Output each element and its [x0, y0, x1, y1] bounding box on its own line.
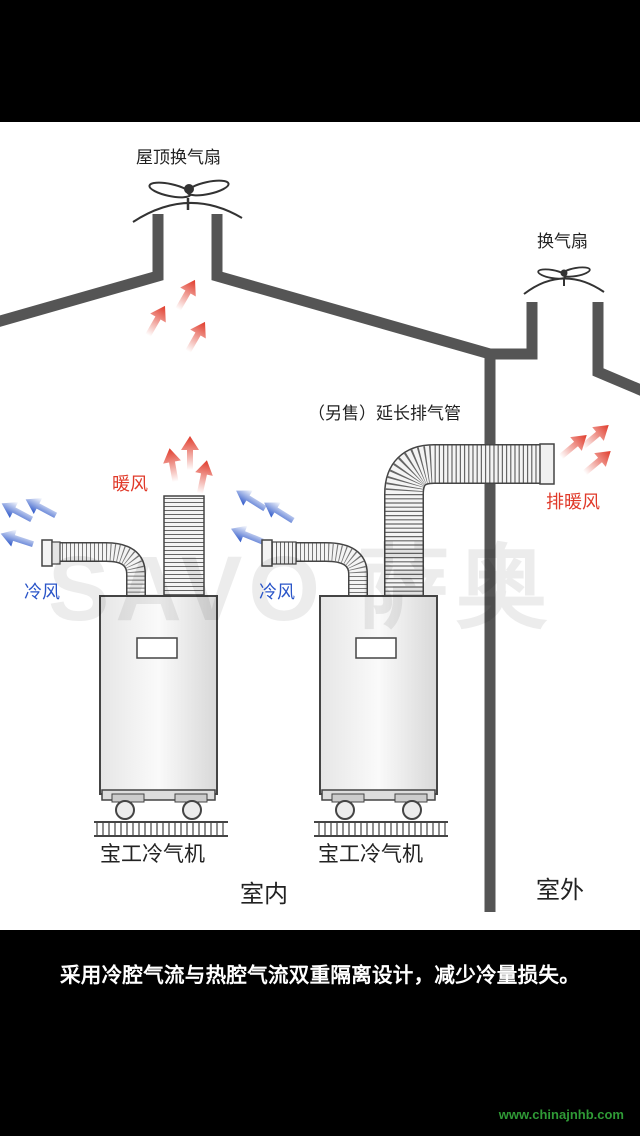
ventilation-diagram	[0, 179, 640, 912]
warm-arrow-icon	[582, 451, 611, 476]
cold-arrow-icon	[236, 490, 267, 512]
roof-left-slope	[0, 214, 164, 327]
warm-air-arrows	[145, 279, 611, 495]
outdoor-label: 室外	[536, 876, 584, 904]
right-building-roof	[490, 302, 538, 360]
unit-label-right: 宝工冷气机	[318, 842, 423, 866]
right-chimney	[592, 302, 640, 396]
wheel	[335, 800, 355, 820]
roof-fan-icon	[132, 179, 243, 223]
wheel	[182, 800, 202, 820]
unit-body	[99, 595, 218, 795]
cold-arrow-icon	[1, 502, 34, 523]
roof-fan-label: 屋顶换气扇	[136, 148, 221, 168]
cold-air-arrows	[0, 490, 295, 548]
cold-arrow-icon	[0, 529, 34, 548]
roof-right-slope	[211, 214, 496, 912]
unit-label-left: 宝工冷气机	[100, 842, 205, 866]
diagram-panel: SAVO 萨奥 屋顶换气扇 换气扇 （另售）延长排气管 暖风 冷风 冷风 排暖风…	[0, 122, 640, 930]
exhaust-warm-air-label: 排暖风	[546, 492, 600, 513]
caption: 采用冷腔气流与热腔气流双重隔离设计，减少冷量损失。	[60, 963, 580, 987]
warm-arrow-icon	[163, 448, 181, 483]
cold-air-label-right: 冷风	[259, 582, 295, 603]
control-panel	[136, 637, 178, 659]
wheel	[402, 800, 422, 820]
indoor-label: 室内	[240, 880, 288, 908]
floor	[94, 822, 228, 836]
watermark: SAVO 萨奥	[48, 538, 554, 640]
warm-arrow-icon	[145, 305, 166, 337]
warm-arrow-icon	[175, 279, 196, 311]
cold-arrow-icon	[25, 498, 58, 519]
floor	[314, 822, 448, 836]
warm-arrow-icon	[580, 425, 609, 450]
warm-arrow-icon	[185, 321, 206, 353]
warm-arrow-icon	[558, 435, 587, 460]
warm-air-label: 暖风	[112, 474, 148, 495]
cold-arrow-icon	[264, 502, 295, 524]
air-conditioner-left	[41, 495, 228, 837]
extension-pipe-label: （另售）延长排气管	[308, 404, 461, 424]
warm-arrow-icon	[195, 460, 213, 495]
cold-arrow-icon	[231, 525, 264, 545]
fan-label: 换气扇	[537, 232, 588, 252]
unit-body	[319, 595, 438, 795]
warm-air-duct	[163, 495, 205, 597]
control-panel	[355, 637, 397, 659]
building-structure	[0, 214, 640, 912]
cold-air-label-left: 冷风	[24, 582, 60, 603]
air-conditioner-right	[261, 443, 555, 837]
site-url: www.chinajnhb.com	[498, 1107, 624, 1122]
warm-arrow-icon	[181, 436, 199, 470]
wheel	[115, 800, 135, 820]
fan-icon	[523, 266, 605, 295]
